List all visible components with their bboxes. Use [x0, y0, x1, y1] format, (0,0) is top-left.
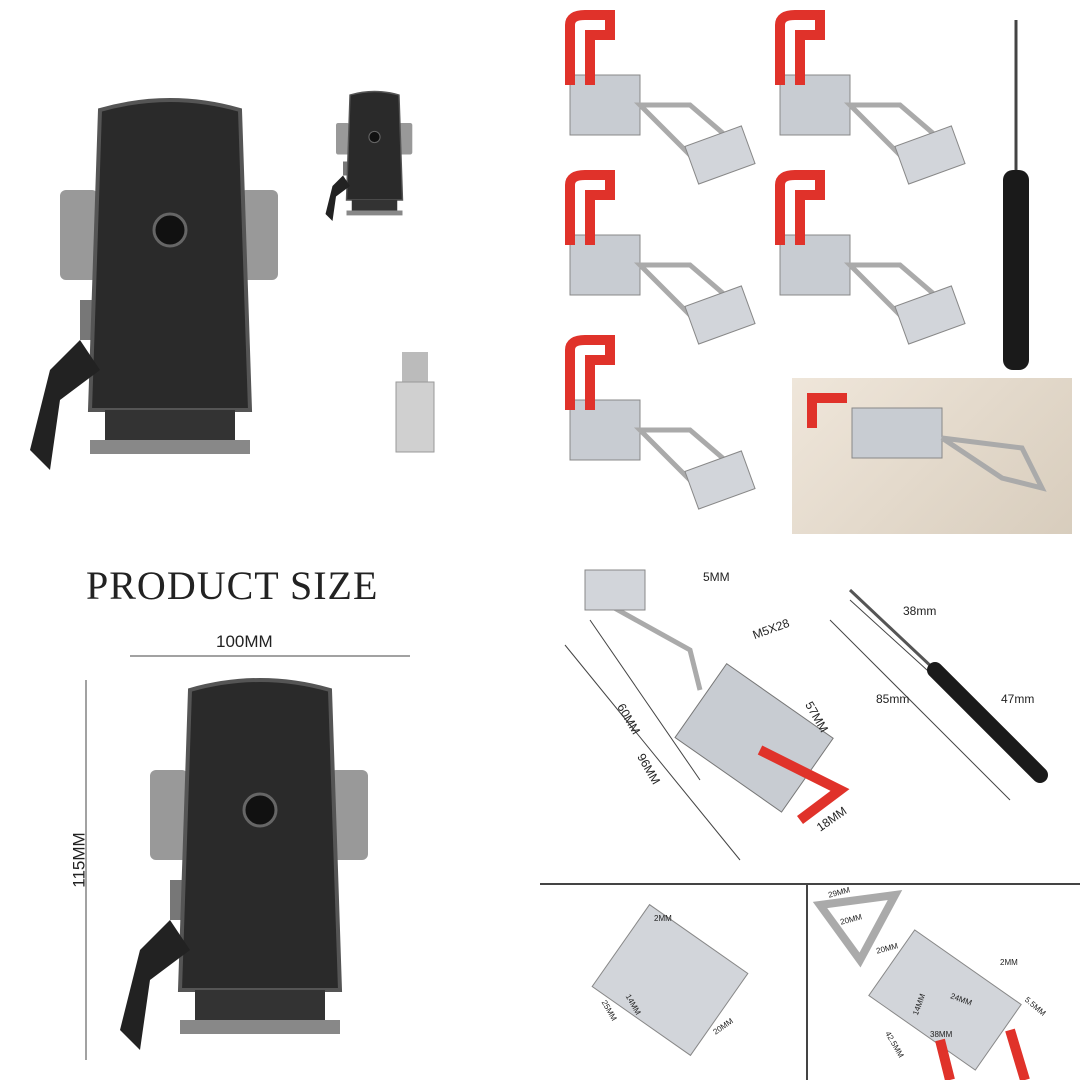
phone-holder-size	[118, 678, 370, 1052]
screwdriver-total-label: 85mm	[876, 692, 910, 706]
base-label: 38MM	[930, 1030, 953, 1039]
latch-2	[780, 15, 965, 184]
screwdriver-handle-label: 47mm	[1001, 692, 1035, 706]
holder-width-label: 100MM	[216, 632, 273, 651]
screwdriver-tip-label: 38mm	[903, 604, 937, 618]
phone-holder-side	[324, 90, 414, 222]
product-size-heading: PRODUCT SIZE	[86, 563, 379, 608]
latch-installed-photo	[792, 378, 1072, 534]
divider-horizontal	[540, 883, 1080, 885]
screwdriver-photo	[1003, 20, 1029, 370]
phone-holder-front	[28, 98, 280, 472]
holder-height-label: 115MM	[69, 832, 89, 888]
latch-4	[780, 175, 965, 344]
latch-1	[570, 15, 755, 184]
latch-hole-label: 5MM	[703, 570, 730, 584]
latch-dimension-drawing	[584, 569, 850, 824]
detail-thickness-label: 2MM	[1000, 958, 1018, 967]
plate-thickness-label: 2MM	[654, 914, 672, 923]
latch-detail-drawing	[812, 889, 1030, 1080]
divider-vertical	[806, 883, 808, 1080]
catch-plate-drawing	[591, 903, 749, 1057]
latch-5	[570, 340, 755, 509]
screwdriver-dimension-drawing	[848, 588, 1048, 783]
dimension-lines	[85, 599, 1011, 1060]
mirror-bolt-adapter	[395, 352, 435, 453]
latch-3	[570, 175, 755, 344]
